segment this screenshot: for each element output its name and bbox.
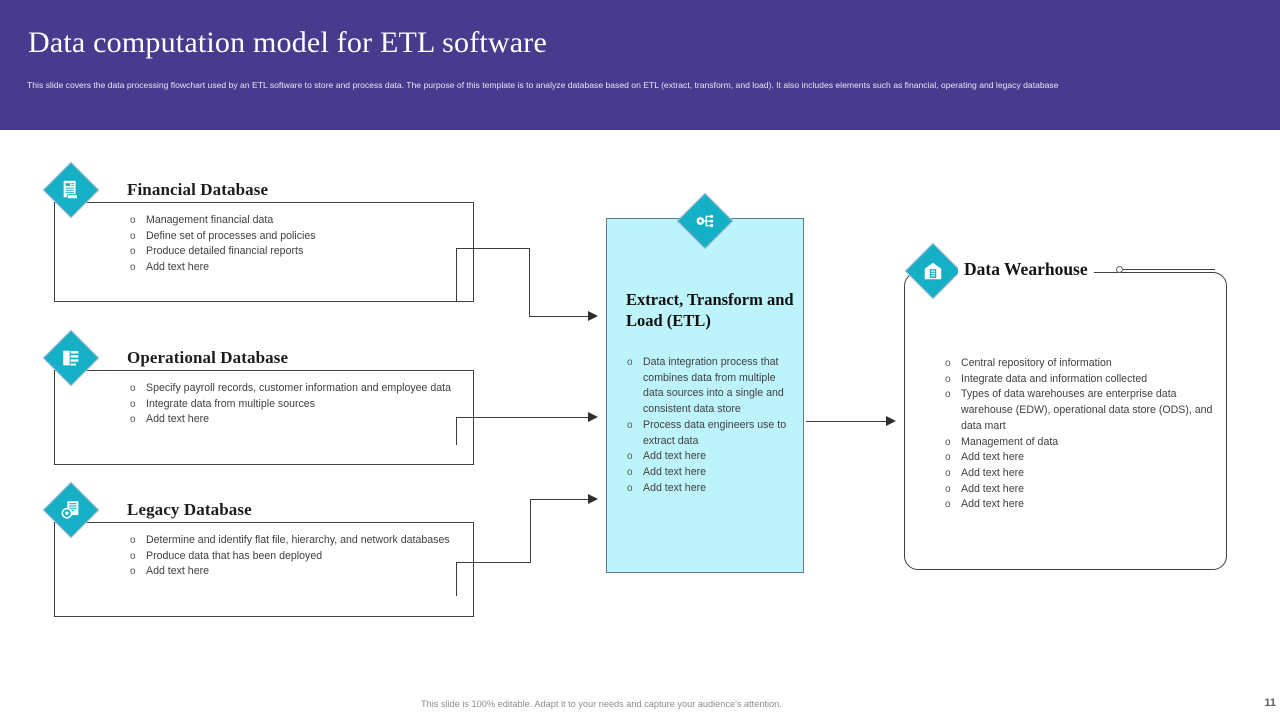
list-item: Management financial data bbox=[129, 213, 469, 229]
connector-segment bbox=[456, 248, 530, 250]
connector-segment bbox=[529, 316, 591, 318]
list-item: Add text here bbox=[944, 482, 1219, 498]
connector-segment bbox=[456, 417, 592, 419]
list-item: Produce data that has been deployed bbox=[129, 549, 469, 565]
page-number: 11 bbox=[1264, 697, 1276, 709]
list-item: Integrate data from multiple sources bbox=[129, 397, 469, 413]
connector-segment bbox=[530, 499, 591, 501]
connector-segment bbox=[456, 248, 458, 302]
footer-note: This slide is 100% editable. Adapt it to… bbox=[421, 699, 782, 709]
connector-arrowhead bbox=[588, 311, 598, 321]
list-item: Add text here bbox=[626, 449, 796, 465]
list-item: Add text here bbox=[944, 497, 1219, 513]
list-item: Process data engineers use to extract da… bbox=[626, 418, 796, 449]
source-card-bullets: Determine and identify flat file, hierar… bbox=[129, 533, 469, 580]
connector-arrowhead bbox=[588, 494, 598, 504]
legacy-database-glyph bbox=[58, 497, 84, 523]
warehouse-title: Data Wearhouse bbox=[958, 259, 1094, 280]
list-item: Determine and identify flat file, hierar… bbox=[129, 533, 469, 549]
list-item: Produce detailed financial reports bbox=[129, 244, 469, 260]
etl-process-glyph bbox=[692, 208, 718, 234]
list-item: Integrate data and information collected bbox=[944, 372, 1219, 388]
etl-panel[interactable]: Extract, Transform and Load (ETL) Data i… bbox=[606, 218, 804, 573]
source-card-title: Legacy Database bbox=[123, 500, 258, 520]
connector-arrowhead bbox=[588, 412, 598, 422]
list-item: Add text here bbox=[626, 481, 796, 497]
connector-segment bbox=[456, 417, 458, 445]
connector-segment bbox=[529, 248, 531, 317]
list-item: Add text here bbox=[129, 564, 469, 580]
list-item: Add text here bbox=[129, 412, 469, 428]
source-card-bullets: Specify payroll records, customer inform… bbox=[129, 381, 469, 428]
legacy-database-icon bbox=[42, 481, 100, 539]
list-item: Add text here bbox=[944, 466, 1219, 482]
list-item: Add text here bbox=[626, 465, 796, 481]
list-item: Data integration process that combines d… bbox=[626, 355, 796, 418]
financial-report-glyph bbox=[58, 177, 84, 203]
source-card-bullets: Management financial data Define set of … bbox=[129, 213, 469, 276]
list-item: Types of data warehouses are enterprise … bbox=[944, 387, 1219, 434]
page-title: Data computation model for ETL software bbox=[28, 26, 548, 59]
list-item: Define set of processes and policies bbox=[129, 229, 469, 245]
operational-data-glyph bbox=[58, 345, 84, 371]
warehouse-connector-node bbox=[1116, 266, 1123, 273]
financial-report-icon bbox=[42, 161, 100, 219]
source-card-title: Financial Database bbox=[123, 180, 275, 200]
list-item: Specify payroll records, customer inform… bbox=[129, 381, 469, 397]
source-card-title: Operational Database bbox=[123, 348, 295, 368]
list-item: Add text here bbox=[944, 450, 1219, 466]
warehouse-building-glyph bbox=[920, 258, 946, 284]
page-subtitle: This slide covers the data processing fl… bbox=[27, 80, 1059, 90]
list-item: Central repository of information bbox=[944, 356, 1219, 372]
connector-segment bbox=[806, 421, 890, 423]
etl-title: Extract, Transform and Load (ETL) bbox=[626, 290, 794, 330]
connector-arrowhead bbox=[886, 416, 896, 426]
etl-bullets: Data integration process that combines d… bbox=[626, 355, 796, 496]
warehouse-connector-line bbox=[1123, 269, 1215, 271]
etl-process-icon bbox=[676, 192, 734, 250]
warehouse-building-icon bbox=[904, 242, 962, 300]
slide-header: Data computation model for ETL software … bbox=[0, 0, 1280, 130]
operational-data-icon bbox=[42, 329, 100, 387]
list-item: Add text here bbox=[129, 260, 469, 276]
connector-segment bbox=[456, 562, 531, 564]
connector-segment bbox=[456, 562, 458, 596]
connector-segment bbox=[530, 499, 532, 563]
list-item: Management of data bbox=[944, 435, 1219, 451]
warehouse-bullets: Central repository of information Integr… bbox=[944, 356, 1219, 513]
